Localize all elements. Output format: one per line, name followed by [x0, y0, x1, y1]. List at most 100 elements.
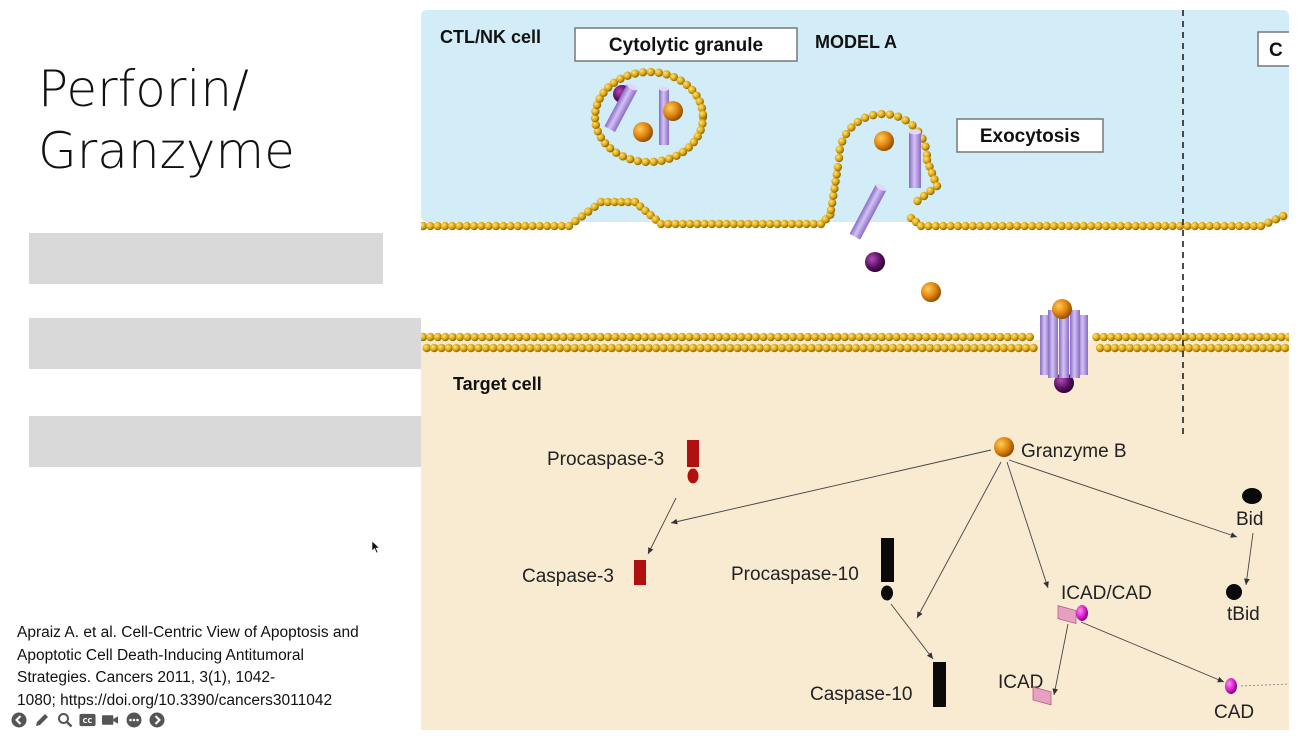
membrane-bead — [968, 221, 977, 231]
membrane-bead — [674, 343, 683, 353]
membrane-bead — [822, 343, 831, 353]
membrane-bead — [698, 119, 707, 128]
ctl-cell-label: CTL/NK cell — [440, 27, 541, 47]
membrane-bead — [1183, 221, 1192, 231]
membrane-bead — [988, 332, 997, 342]
caspase-3-molecule — [634, 560, 646, 585]
membrane-bead — [663, 332, 672, 342]
membrane-bead — [692, 332, 701, 342]
back-icon[interactable] — [10, 711, 27, 728]
membrane-bead — [1271, 215, 1280, 224]
membrane-bead — [751, 219, 760, 229]
membrane-bead — [744, 332, 753, 342]
membrane-bead — [714, 332, 724, 342]
membrane-bead — [1242, 221, 1251, 231]
membrane-bead — [896, 343, 905, 353]
membrane-bead — [919, 191, 929, 201]
membrane-bead — [670, 332, 679, 342]
membrane-bead — [916, 221, 926, 231]
membrane-bead — [933, 343, 942, 353]
membrane-bead — [860, 113, 870, 123]
membrane-bead — [618, 152, 628, 161]
membrane-bead — [788, 332, 798, 342]
membrane-bead — [611, 148, 621, 157]
membrane-bead — [1232, 332, 1242, 342]
membrane-bead — [1136, 332, 1145, 342]
membrane-bead — [421, 221, 428, 231]
membrane-bead — [1153, 221, 1162, 231]
membrane-bead — [1279, 211, 1288, 221]
citation-line: Apoptotic Cell Death-Inducing Antitumora… — [17, 646, 304, 664]
membrane-bead — [877, 332, 886, 342]
membrane-bead — [1092, 332, 1101, 342]
camera-icon[interactable] — [102, 711, 119, 728]
membrane-bead — [1214, 343, 1223, 353]
membrane-bead — [794, 219, 804, 229]
membrane-bead — [759, 332, 768, 342]
pen-icon[interactable] — [33, 711, 50, 728]
membrane-bead — [577, 212, 586, 221]
membrane-bead — [1166, 332, 1175, 342]
icad-cad-complex — [1057, 605, 1088, 625]
membrane-bead — [703, 343, 713, 353]
membrane-bead — [1235, 221, 1244, 231]
membrane-bead — [662, 70, 671, 79]
membrane-bead — [521, 221, 530, 231]
membrane-bead — [637, 343, 646, 353]
membrane-bead — [951, 332, 960, 342]
placeholder-bar-1 — [29, 233, 383, 284]
membrane-bead — [780, 219, 789, 229]
membrane-bead — [924, 221, 933, 231]
membrane-bead — [802, 219, 811, 229]
membrane-bead — [970, 343, 979, 353]
membrane-bead — [1273, 343, 1282, 353]
membrane-bead — [599, 88, 608, 98]
membrane-bead — [893, 112, 903, 121]
membrane-bead — [927, 168, 937, 178]
membrane-bead — [500, 332, 509, 342]
membrane-bead — [870, 332, 879, 342]
membrane-bead — [469, 221, 479, 231]
perforin-granzyme-diagram: CTL/NK cell Cytolytic granule MODEL A Ex… — [421, 10, 1289, 730]
membrane-bead — [693, 219, 702, 229]
zoom-icon[interactable] — [56, 711, 73, 728]
membrane-bead — [1177, 343, 1186, 353]
membrane-bead — [1144, 332, 1153, 342]
membrane-bead — [1240, 332, 1249, 342]
granule-label: Cytolytic granule — [609, 35, 763, 56]
membrane-bead — [678, 147, 688, 157]
ctl-membrane — [421, 109, 1288, 231]
synapse-gap — [421, 222, 1289, 340]
membrane-bead — [748, 343, 757, 353]
membrane-bead — [921, 142, 930, 151]
membrane-bead — [1236, 343, 1245, 353]
membrane-bead — [463, 332, 472, 342]
more-icon[interactable] — [125, 711, 142, 728]
membrane-bead — [492, 332, 502, 342]
membrane-bead — [881, 343, 890, 353]
membrane-bead — [422, 343, 431, 353]
captions-icon[interactable]: CC — [79, 711, 96, 728]
membrane-bead — [1035, 221, 1044, 231]
membrane-bead — [930, 175, 939, 184]
captions-text: CC — [83, 716, 93, 724]
membrane-bead — [633, 156, 642, 166]
membrane-bead — [574, 332, 583, 342]
membrane-bead — [1173, 332, 1182, 342]
membrane-bead — [859, 343, 868, 353]
membrane-bead — [947, 343, 957, 353]
membrane-bead — [892, 332, 901, 342]
membrane-bead — [617, 197, 626, 207]
membrane-bead — [866, 343, 875, 353]
exocytosis-label-box — [956, 118, 1104, 153]
membrane-bead — [499, 221, 508, 231]
bid-label: Bid — [1236, 509, 1263, 530]
citation-line: Strategies. Cancers 2011, 3(1), 1042- — [17, 669, 276, 686]
membrane-bead — [990, 221, 1000, 231]
membrane-bead — [1101, 221, 1111, 231]
membrane-bead — [589, 332, 598, 342]
membrane-bead — [725, 343, 735, 353]
forward-icon[interactable] — [148, 711, 165, 728]
membrane-bead — [433, 221, 442, 231]
membrane-bead — [922, 332, 931, 342]
